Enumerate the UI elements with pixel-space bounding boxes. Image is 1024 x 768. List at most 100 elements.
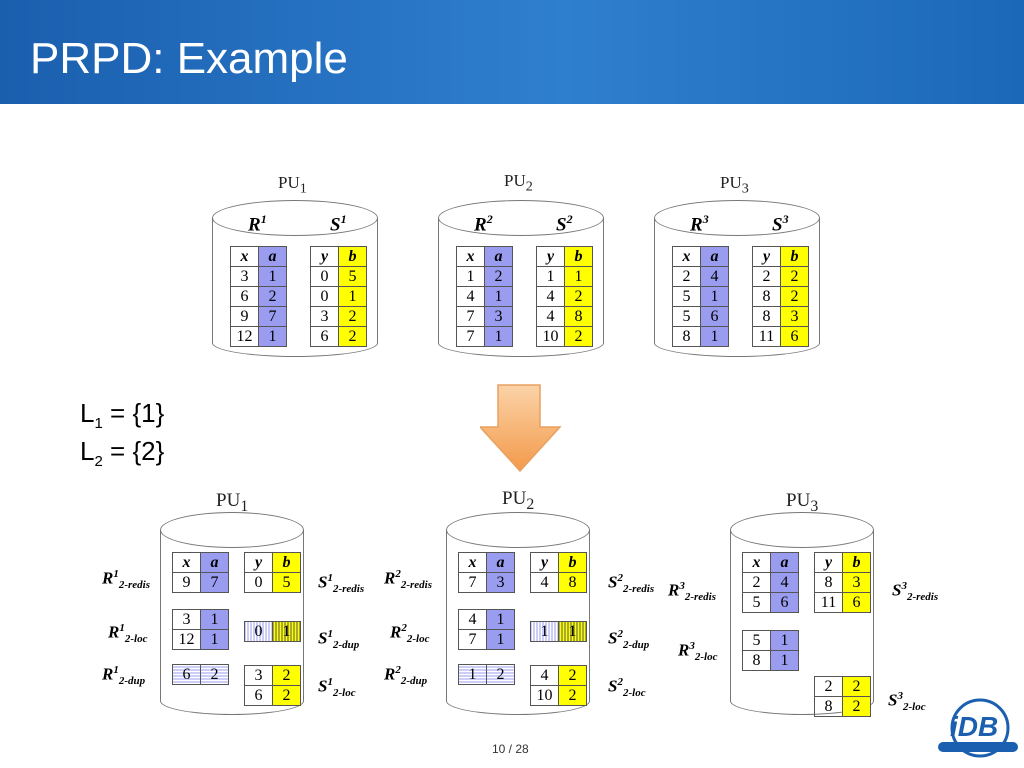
table-cell: 6: [310, 326, 339, 347]
down-arrow-icon: [480, 384, 562, 473]
table-cell: 10: [530, 685, 559, 706]
table-cell: 1: [770, 650, 799, 671]
s-redis-label: S32-redis: [892, 580, 939, 604]
table-cell: 3: [230, 266, 259, 287]
table-cell: 1: [200, 629, 229, 650]
table-cell: b: [558, 552, 587, 573]
table-cell: 2: [742, 572, 771, 593]
table-cell: 11: [814, 592, 843, 613]
table-cell: 4: [700, 266, 729, 287]
table-cell: 6: [842, 592, 871, 613]
table-cell: 6: [780, 326, 809, 347]
s-dup-label: S12-dup: [318, 628, 360, 652]
table-cell: 8: [672, 326, 701, 347]
pu-label: PU1: [278, 173, 307, 197]
s-dup-label: S22-dup: [608, 628, 650, 652]
table-cell: 4: [530, 572, 559, 593]
table-cell: 5: [672, 286, 701, 307]
table-cell: 2: [564, 326, 593, 347]
table-cell: 1: [484, 286, 513, 307]
table-cell: a: [258, 246, 287, 267]
table-cell: 6: [172, 664, 201, 685]
table-cell: 12: [230, 326, 259, 347]
table-cell: 4: [770, 572, 799, 593]
table-cell: 1: [558, 621, 587, 642]
table-cell: 3: [486, 572, 515, 593]
cylinder-rim: [654, 200, 820, 236]
idb-logo: iDB: [938, 698, 1018, 758]
table-cell: 2: [200, 664, 229, 685]
table-cell: 6: [244, 685, 273, 706]
table-cell: 10: [536, 326, 565, 347]
table-cell: y: [536, 246, 565, 267]
table-cell: 5: [272, 572, 301, 593]
table-cell: 1: [484, 326, 513, 347]
table-cell: x: [742, 552, 771, 573]
table-cell: 3: [172, 609, 201, 630]
table-cell: b: [842, 552, 871, 573]
table-cell: 1: [456, 266, 485, 287]
table-cell: 0: [310, 286, 339, 307]
table-cell: 4: [536, 306, 565, 327]
table-cell: a: [200, 552, 229, 573]
table-cell: 1: [770, 630, 799, 651]
table-cell: a: [484, 246, 513, 267]
table-cell: a: [770, 552, 799, 573]
r-loc-label: R32-loc: [678, 640, 718, 664]
cylinder-rim: [730, 512, 874, 548]
table-cell: 7: [458, 629, 487, 650]
table-cell: 12: [172, 629, 201, 650]
table-cell: 1: [700, 286, 729, 307]
table-cell: 8: [814, 572, 843, 593]
table-cell: 1: [258, 326, 287, 347]
table-cell: 8: [742, 650, 771, 671]
table-cell: y: [814, 552, 843, 573]
relation-name: R2: [474, 212, 493, 236]
table-cell: 2: [338, 306, 367, 327]
r-dup-label: R22-dup: [384, 664, 428, 688]
title-bar: [0, 0, 1024, 104]
l2-set: L2 = {2}: [80, 436, 165, 471]
table-cell: 4: [456, 286, 485, 307]
cylinder-rim: [446, 512, 590, 548]
table-cell: 9: [230, 306, 259, 327]
table-cell: 7: [200, 572, 229, 593]
table-cell: 11: [752, 326, 781, 347]
s-loc-label: S22-loc: [608, 676, 646, 700]
table-cell: b: [564, 246, 593, 267]
table-cell: 2: [564, 286, 593, 307]
table-cell: 2: [780, 266, 809, 287]
table-cell: 6: [230, 286, 259, 307]
table-cell: 0: [310, 266, 339, 287]
table-cell: 3: [484, 306, 513, 327]
table-cell: y: [530, 552, 559, 573]
table-cell: 2: [672, 266, 701, 287]
table-cell: 1: [486, 609, 515, 630]
s-redis-label: S22-redis: [608, 572, 655, 596]
cylinder-rim: [438, 200, 604, 236]
relation-name: R3: [690, 212, 709, 236]
table-cell: 1: [700, 326, 729, 347]
page-number: 10 / 28: [492, 742, 529, 756]
table-cell: 2: [752, 266, 781, 287]
table-cell: 1: [536, 266, 565, 287]
table-cell: 4: [458, 609, 487, 630]
table-cell: 2: [814, 676, 843, 697]
r-redis-label: R32-redis: [668, 580, 717, 604]
table-cell: 6: [770, 592, 799, 613]
pu-label: PU3: [720, 173, 749, 197]
table-cell: 8: [564, 306, 593, 327]
table-cell: 3: [310, 306, 339, 327]
